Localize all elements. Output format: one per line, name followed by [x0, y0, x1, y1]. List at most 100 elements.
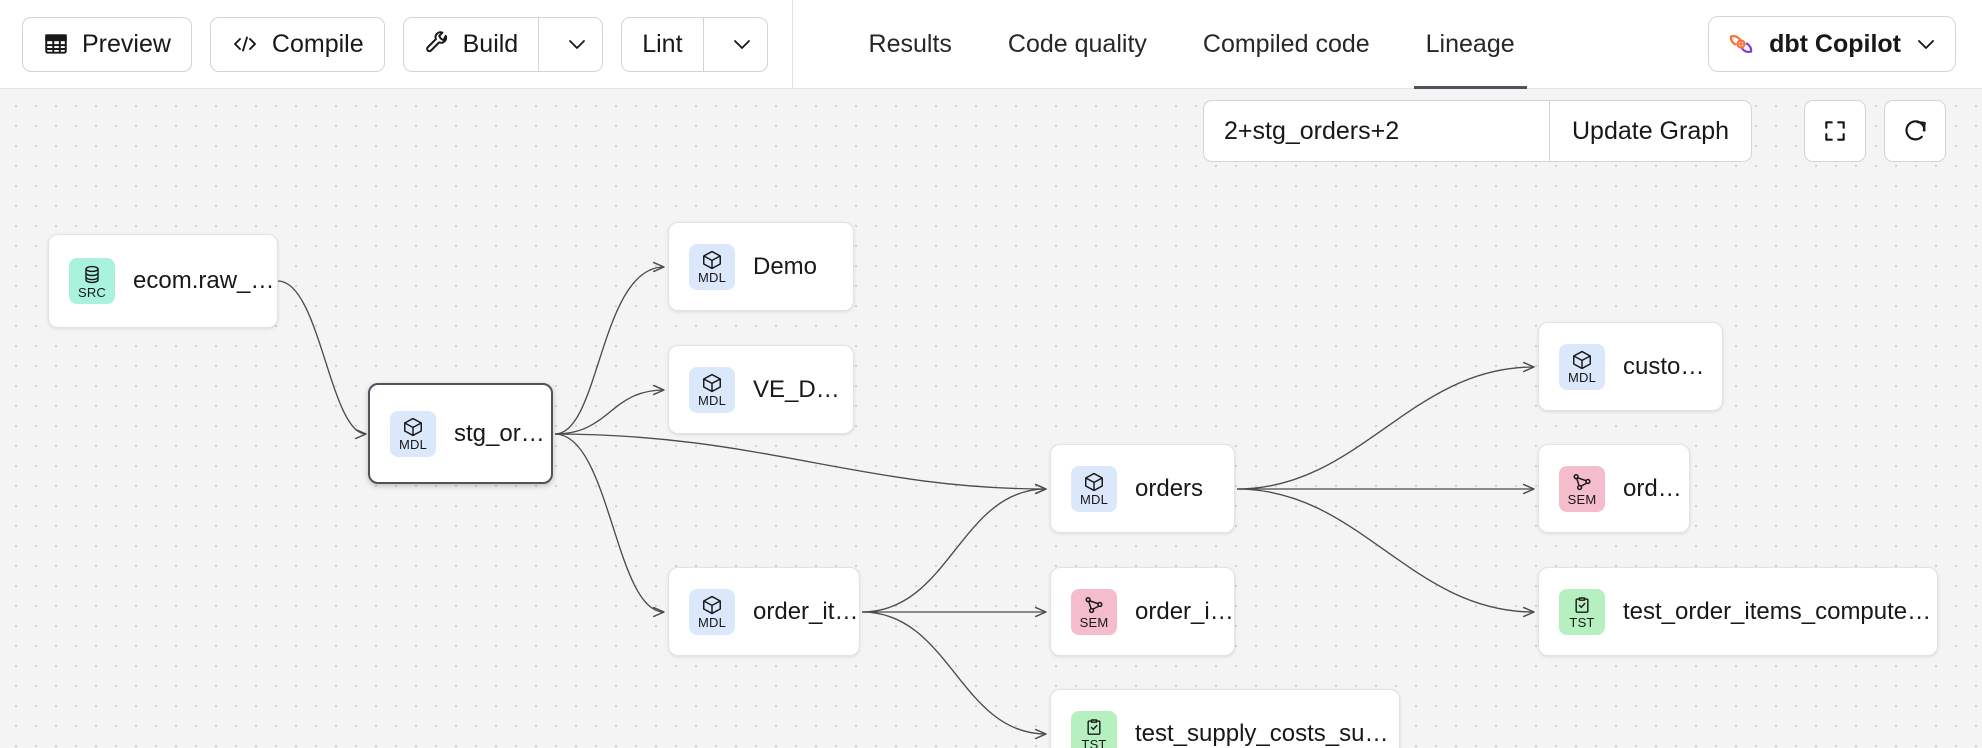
node-type-label: MDL: [398, 437, 428, 452]
lineage-node-test_bools[interactable]: TST test_order_items_compute_to_bools_c…: [1538, 567, 1938, 656]
node-type-label: SEM: [1567, 492, 1597, 507]
node-type-badge-mdl: MDL: [390, 410, 436, 457]
chevron-down-icon: [732, 37, 752, 51]
lineage-node-demo[interactable]: MDL Demo: [668, 222, 854, 311]
tab-compiled-code[interactable]: Compiled code: [1175, 0, 1398, 89]
tab-lineage[interactable]: Lineage: [1398, 0, 1543, 89]
node-type-badge-tst: TST: [1559, 588, 1605, 635]
lineage-node-order_items[interactable]: MDL order_items: [668, 567, 860, 656]
lineage-node-stg_orders[interactable]: MDL stg_orders: [368, 383, 553, 484]
node-type-label: SEM: [1079, 615, 1109, 630]
lineage-node-raw_orders[interactable]: SRC ecom.raw_orders: [48, 234, 278, 328]
lineage-node-test_supply[interactable]: TST test_supply_costs_sum_correctly: [1050, 689, 1400, 748]
tab-code-quality-label: Code quality: [1007, 29, 1147, 58]
build-button[interactable]: Build: [404, 17, 540, 71]
node-type-badge-sem: SEM: [1071, 588, 1117, 635]
lint-button[interactable]: Lint: [622, 17, 704, 71]
update-graph-button[interactable]: Update Graph: [1549, 101, 1752, 161]
code-icon: [231, 32, 259, 56]
node-label: order_item: [1135, 597, 1234, 625]
semantic-icon: [1571, 471, 1593, 493]
node-type-label: TST: [1081, 737, 1107, 748]
node-type-badge-mdl: MDL: [1071, 465, 1117, 512]
node-label: stg_orders: [454, 419, 551, 447]
node-type-label: SRC: [77, 284, 107, 300]
dbt-copilot-button[interactable]: dbt Copilot: [1708, 16, 1956, 72]
node-label: VE_Demo: [753, 375, 853, 403]
cube-icon: [701, 594, 723, 616]
wrench-icon: [424, 31, 450, 57]
tab-lineage-label: Lineage: [1425, 29, 1515, 58]
dbt-copilot-label: dbt Copilot: [1769, 29, 1901, 58]
node-type-label: MDL: [697, 615, 727, 630]
node-label: orders: [1623, 474, 1689, 502]
node-label: test_supply_costs_sum_correctly: [1135, 719, 1399, 747]
toolbar-divider: [791, 0, 793, 89]
lineage-node-orders_sem[interactable]: SEM orders: [1538, 444, 1690, 533]
top-toolbar: Preview Compile Build: [0, 0, 1982, 89]
node-type-badge-mdl: MDL: [689, 366, 735, 413]
lint-button-group: Lint: [621, 16, 768, 72]
action-button-group: Preview Compile Build: [0, 16, 768, 72]
node-type-badge-mdl: MDL: [1559, 343, 1605, 390]
tab-bar: Results Code quality Compiled code Linea…: [841, 0, 1543, 89]
lineage-node-order_item[interactable]: SEM order_item: [1050, 567, 1235, 656]
fullscreen-icon: [1822, 118, 1848, 144]
node-label: customers: [1623, 352, 1722, 380]
lineage-node-ve_demo[interactable]: MDL VE_Demo: [668, 345, 854, 434]
chevron-down-icon: [567, 37, 587, 51]
node-type-badge-tst: TST: [1071, 710, 1117, 748]
preview-button-label: Preview: [82, 29, 171, 58]
lineage-node-customers[interactable]: MDL customers: [1538, 322, 1723, 411]
node-label: ecom.raw_orders: [133, 267, 277, 294]
preview-button[interactable]: Preview: [22, 16, 192, 72]
node-type-label: MDL: [1079, 492, 1109, 507]
table-icon: [43, 31, 69, 57]
cube-icon: [701, 249, 723, 271]
clipboard-check-icon: [1572, 594, 1592, 616]
lint-dropdown-button[interactable]: [717, 18, 767, 71]
node-type-label: MDL: [1567, 370, 1597, 385]
fit-view-button[interactable]: [1804, 100, 1867, 162]
chevron-down-icon: [1915, 37, 1937, 51]
graph-controls: Update Graph: [1203, 100, 1947, 162]
semantic-icon: [1083, 594, 1105, 616]
tab-compiled-code-label: Compiled code: [1202, 29, 1370, 58]
node-label: orders: [1135, 474, 1204, 502]
node-label: order_items: [753, 597, 859, 625]
node-type-badge-mdl: MDL: [689, 243, 735, 290]
copilot-container: dbt Copilot: [1708, 16, 1982, 72]
node-type-badge-mdl: MDL: [689, 588, 735, 635]
database-icon: [82, 264, 102, 286]
compile-button-label: Compile: [271, 29, 364, 58]
node-type-badge-src: SRC: [69, 258, 115, 304]
compile-button[interactable]: Compile: [209, 16, 385, 72]
cube-icon: [1571, 349, 1593, 371]
node-label: Demo: [753, 252, 818, 280]
tab-code-quality[interactable]: Code quality: [980, 0, 1175, 89]
cube-icon: [1083, 471, 1105, 493]
tab-results-label: Results: [868, 29, 952, 58]
build-dropdown-button[interactable]: [552, 18, 602, 71]
lineage-node-orders_mdl[interactable]: MDL orders: [1050, 444, 1235, 533]
clipboard-check-icon: [1084, 716, 1104, 738]
build-button-label: Build: [462, 29, 519, 58]
update-graph-label: Update Graph: [1572, 116, 1730, 145]
node-type-label: MDL: [697, 270, 727, 285]
dbt-copilot-icon: [1727, 30, 1755, 58]
node-type-badge-sem: SEM: [1559, 465, 1605, 512]
cube-icon: [402, 416, 424, 438]
refresh-button[interactable]: [1884, 100, 1947, 162]
tab-results[interactable]: Results: [841, 0, 980, 89]
node-type-label: TST: [1569, 615, 1595, 630]
selector-input[interactable]: [1204, 101, 1549, 161]
node-label: test_order_items_compute_to_bools_c…: [1623, 597, 1937, 625]
node-type-label: MDL: [697, 393, 727, 408]
selector-search-box: Update Graph: [1203, 100, 1753, 162]
lineage-edges: [277, 261, 1535, 740]
lint-button-label: Lint: [642, 29, 683, 58]
cube-icon: [701, 372, 723, 394]
build-button-group: Build: [402, 16, 604, 72]
refresh-icon: [1902, 118, 1929, 145]
